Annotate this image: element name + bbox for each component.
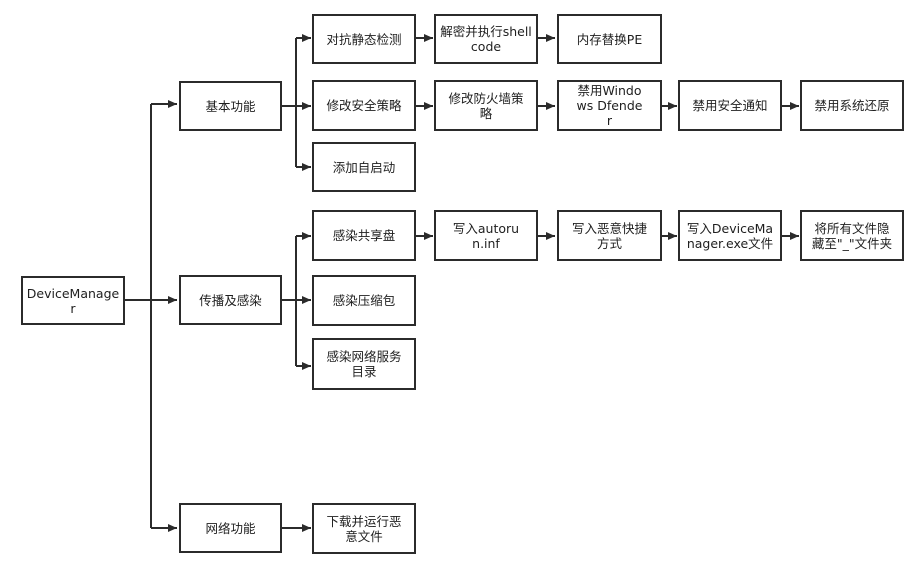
infect-shared-drive-node: 感染共享盘 <box>312 210 416 261</box>
modify-security-policy-node: 修改安全策略 <box>312 80 416 131</box>
infect-network-dir-node: 感染网络服务目录 <box>312 338 416 390</box>
network-functions-node: 网络功能 <box>179 503 282 553</box>
add-autostart-node: 添加自启动 <box>312 142 416 192</box>
disable-defender-node: 禁用Windows Dfender <box>557 80 662 131</box>
download-run-malware-node: 下载并运行恶意文件 <box>312 503 416 554</box>
anti-static-detection-node: 对抗静态检测 <box>312 14 416 64</box>
infect-archive-node: 感染压缩包 <box>312 275 416 326</box>
modify-firewall-policy-node: 修改防火墙策略 <box>434 80 538 131</box>
root-node: DeviceManager <box>21 276 125 325</box>
hide-files-node: 将所有文件隐藏至"_"文件夹 <box>800 210 904 261</box>
write-exe-node: 写入DeviceManager.exe文件 <box>678 210 782 261</box>
write-malicious-shortcut-node: 写入恶意快捷方式 <box>557 210 662 261</box>
disable-system-restore-node: 禁用系统还原 <box>800 80 904 131</box>
decrypt-execute-shellcode-node: 解密并执行shellcode <box>434 14 538 64</box>
disable-security-notify-node: 禁用安全通知 <box>678 80 782 131</box>
memory-replace-pe-node: 内存替换PE <box>557 14 662 64</box>
write-autorun-node: 写入autorun.inf <box>434 210 538 261</box>
basic-functions-node: 基本功能 <box>179 81 282 131</box>
spread-infection-node: 传播及感染 <box>179 275 282 325</box>
